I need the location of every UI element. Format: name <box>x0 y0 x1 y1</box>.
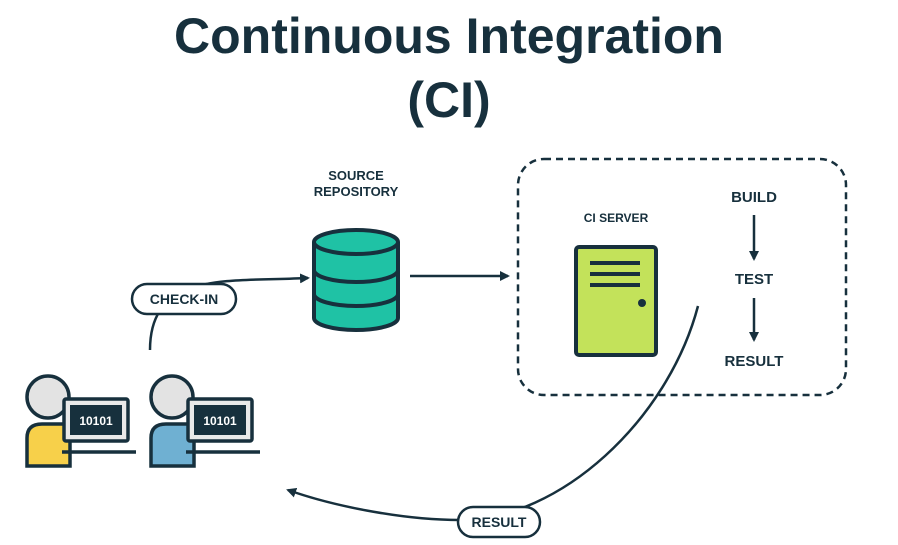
page-title: Continuous Integration (CI) <box>0 4 898 132</box>
result-feedback-label: RESULT <box>472 514 527 530</box>
developer-2: 10101 <box>149 374 260 468</box>
source-repository-label-line-2: REPOSITORY <box>314 184 399 199</box>
title-line-1: Continuous Integration <box>174 8 724 64</box>
developer-1-head-icon <box>25 374 71 420</box>
result-feedback-badge: RESULT <box>456 505 542 539</box>
developer-2-body <box>149 422 196 468</box>
pipeline-result-label: RESULT <box>725 353 784 370</box>
developer-1: 10101 <box>25 374 136 468</box>
pipeline-test-label: TEST <box>735 271 773 288</box>
check-in-badge: CHECK-IN <box>130 282 238 316</box>
database-icon <box>312 228 400 332</box>
title-line-2: (CI) <box>407 72 491 128</box>
developer-2-code: 10101 <box>203 414 237 428</box>
developer-2-head-icon <box>149 374 195 420</box>
ci-server-boundary <box>516 157 848 397</box>
check-in-label: CHECK-IN <box>150 291 218 307</box>
server-icon <box>574 245 658 357</box>
source-repository-label-line-1: SOURCE <box>328 168 384 183</box>
ci-server-label: CI SERVER <box>584 211 649 225</box>
pipeline-build-label: BUILD <box>731 189 777 206</box>
developer-1-code: 10101 <box>79 414 113 428</box>
developer-1-body <box>25 422 72 468</box>
